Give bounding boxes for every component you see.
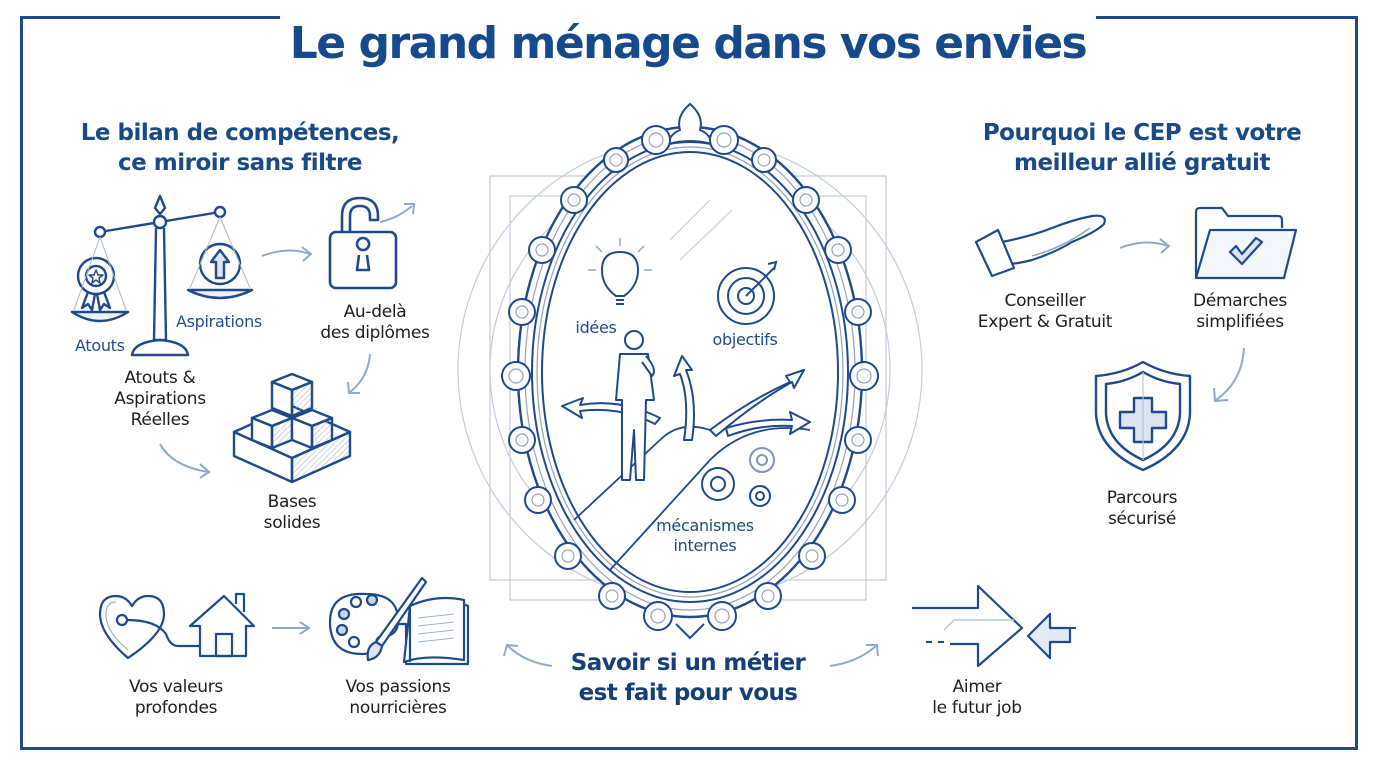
right-section-title: Pourquoi le CEP est votre meilleur allié… xyxy=(970,118,1314,178)
values-caption-line1: Vos valeurs xyxy=(129,677,223,697)
values-caption-line2: profondes xyxy=(134,698,218,718)
scale-right-pan-label: Aspirations xyxy=(176,312,262,331)
arrow-folder-to-shield-icon xyxy=(1213,347,1245,403)
values-caption: Vos valeurs profondes xyxy=(106,677,246,719)
arrow-center-right-icon xyxy=(829,644,879,667)
advisor-caption-line2: Expert & Gratuit xyxy=(977,312,1113,332)
lock-caption: Au-delà des diplômes xyxy=(300,302,450,344)
shield-caption-line2: sécurisé xyxy=(1107,509,1177,529)
page-title: Le grand ménage dans vos envies xyxy=(289,18,1088,69)
right-title-line1: Pourquoi le CEP est votre xyxy=(982,120,1302,146)
folder-check-icon xyxy=(1194,206,1298,280)
advisor-caption: Conseiller Expert & Gratuit xyxy=(960,291,1130,333)
center-bottom-title: Savoir si un métier est fait pour vous xyxy=(548,648,828,708)
frame-left xyxy=(20,16,23,750)
balance-scale-icon xyxy=(70,194,254,357)
scale-caption-line3: Réelles xyxy=(130,410,190,430)
passions-caption: Vos passions nourricières xyxy=(328,677,468,719)
scale-caption: Atouts & Aspirations Réelles xyxy=(95,368,225,431)
mirror-label-mechanisms-line1: mécanismes xyxy=(656,516,754,535)
frame-right xyxy=(1355,16,1358,750)
love-job-caption: Aimer le futur job xyxy=(912,677,1042,719)
arrow-hand-to-folder-icon xyxy=(1119,238,1171,254)
shield-plus-icon xyxy=(1094,360,1192,472)
left-title-line2: ce miroir sans filtre xyxy=(118,150,362,176)
frame-top-right xyxy=(1096,16,1358,19)
lock-caption-line2: des diplômes xyxy=(320,323,430,343)
palette-book-icon xyxy=(328,576,470,666)
blocks-caption: Bases solides xyxy=(232,492,352,534)
heart-house-icon xyxy=(98,592,256,660)
scale-caption-line1: Atouts & xyxy=(124,368,196,388)
mirror-label-mechanisms: mécanismes internes xyxy=(640,516,770,556)
left-section-title: Le bilan de compétences, ce miroir sans … xyxy=(70,118,410,178)
arrow-lock-to-blocks-icon xyxy=(347,353,371,394)
lock-caption-line1: Au-delà xyxy=(343,302,407,322)
arrow-center-left-icon xyxy=(503,643,553,667)
mirror-label-goals: objectifs xyxy=(712,330,778,349)
love-job-caption-line1: Aimer xyxy=(952,677,1002,697)
shield-caption: Parcours sécurisé xyxy=(1072,488,1212,530)
left-title-line1: Le bilan de compétences, xyxy=(80,120,400,146)
scale-caption-line2: Aspirations xyxy=(114,389,206,409)
scale-left-pan-label: Atouts xyxy=(75,336,125,355)
right-title-line2: meilleur allié gratuit xyxy=(1014,150,1270,176)
advisor-caption-line1: Conseiller xyxy=(1004,291,1086,311)
ornate-mirror-icon xyxy=(457,102,923,640)
arrow-scale-to-lock-icon xyxy=(261,246,313,262)
frame-bottom xyxy=(20,747,1358,750)
love-job-caption-line2: le futur job xyxy=(932,698,1022,718)
passions-caption-line1: Vos passions xyxy=(345,677,451,697)
arrow-scale-to-blocks-icon xyxy=(159,443,211,479)
mirror-label-ideas: idées xyxy=(575,318,617,337)
shield-caption-line1: Parcours xyxy=(1106,488,1178,508)
arrow-values-to-passions-icon xyxy=(272,621,311,635)
open-hand-icon xyxy=(974,214,1106,278)
stacked-cubes-icon xyxy=(232,372,352,484)
passions-caption-line2: nourricières xyxy=(349,698,447,718)
center-title-line2: est fait pour vous xyxy=(578,680,798,706)
blocks-caption-line1: Bases xyxy=(267,492,317,512)
center-title-line1: Savoir si un métier xyxy=(570,650,806,676)
mirror-label-mechanisms-line2: internes xyxy=(673,536,737,555)
blocks-caption-line2: solides xyxy=(263,513,321,533)
frame-top-left xyxy=(20,16,280,19)
open-padlock-icon xyxy=(328,196,416,290)
folder-caption: Démarches simplifiées xyxy=(1170,291,1310,333)
folder-caption-line1: Démarches xyxy=(1193,291,1287,311)
converging-arrows-icon xyxy=(912,584,1076,668)
folder-caption-line2: simplifiées xyxy=(1196,312,1284,332)
